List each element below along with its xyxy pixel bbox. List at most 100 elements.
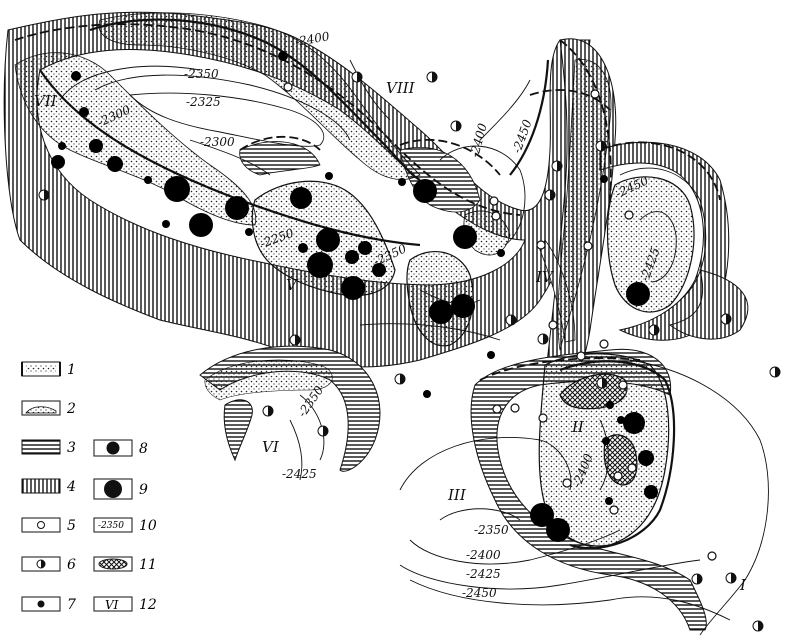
zone-label-v: V [286,276,299,294]
well-open [538,413,548,423]
contour-label: -2400 [466,548,501,562]
legend-item-6: 6 [21,556,76,573]
well-half [596,377,608,389]
well-half [691,573,703,585]
well-large [530,503,554,527]
crosshatch-bodies [559,373,638,486]
well-small [298,243,308,253]
center-upper-hatch [239,141,321,176]
legend-item-4: 4 [21,478,76,495]
well-half [769,366,781,378]
well-small [487,351,495,359]
well-open [624,210,634,220]
well-half [595,140,607,152]
legend: 1 2 3 4 5 6 7 [21,361,157,613]
well-open [548,320,558,330]
legend-number: 3 [67,440,76,456]
ii-cross-upper [559,373,628,410]
contour-label: -2350 [184,67,219,81]
vi-dotted [204,359,333,401]
legend-item-2: 2 [21,400,76,417]
zone-label-i: I [739,576,747,594]
dotted-bodies [14,12,695,547]
contour-lines [59,59,769,636]
wells-half [38,71,781,632]
contour-label: -2300 [200,135,235,149]
well-small [497,249,505,257]
zone-label-iv: IV [535,268,555,286]
well-large [453,225,477,249]
well-large [429,300,453,324]
well-open [562,478,572,488]
well-open [599,339,609,349]
contour-label: -2425 [282,467,317,481]
legend-number: 2 [66,401,76,417]
central-hatch [399,147,481,213]
well-small [602,437,610,445]
legend-number: 7 [67,597,76,613]
well-large [451,294,475,318]
well-medium [345,250,359,264]
well-small [71,71,81,81]
well-small [617,416,625,424]
well-large [626,282,650,306]
vi-inner-belt [223,399,253,462]
well-large [225,196,249,220]
well-half [289,334,301,346]
legend-sample: VI [105,598,119,612]
well-half [648,324,660,336]
well-large [341,276,365,300]
well-small [423,390,431,398]
well-open [492,404,502,414]
legend-number: 10 [139,518,157,534]
contour-label: -2350 [474,523,509,537]
legend-item-1: 1 [21,361,76,378]
well-large [189,213,213,237]
well-large [623,412,645,434]
east-belt [599,141,730,341]
zone-label-ii: II [571,418,585,436]
contour-label: -2400 [294,29,331,49]
legend-number: 11 [139,557,157,573]
well-small [58,142,66,150]
well-medium [638,450,654,466]
well-medium [358,241,372,255]
well-small [162,220,170,228]
legend-item-9: 9 [93,478,148,500]
contour-label: -2325 [186,95,221,109]
legend-number: 1 [67,362,76,378]
wells-small [58,51,625,505]
well-small [605,497,613,505]
well-open [536,240,546,250]
well-large [546,518,570,542]
well-medium [372,263,386,277]
well-small [325,172,333,180]
well-small [606,401,614,409]
legend-item-8: 8 [93,439,148,457]
legend-number: 4 [66,479,76,495]
legend-item-12: VI 12 [93,596,157,613]
well-half [551,160,563,172]
iv-dotted [557,58,612,351]
legend-number: 8 [139,441,148,457]
wells-medium [51,139,658,499]
well-half [426,71,438,83]
well-medium [51,155,65,169]
wells-open [283,82,717,561]
legend-number: 6 [67,557,76,573]
well-open [489,196,499,206]
wells-large [164,176,650,542]
well-medium [89,139,103,153]
legend-item-5: 5 [21,517,76,534]
well-large [413,179,437,203]
legend-item-3: 3 [21,439,76,456]
well-half [752,620,764,632]
well-large [316,228,340,252]
well-half [38,189,50,201]
zone-label-vii: VII [34,92,58,110]
well-half [720,313,732,325]
well-open [510,403,520,413]
legend-sample: -2350 [98,521,124,531]
legend-number: 12 [139,597,157,613]
legend-number: 5 [67,518,76,534]
